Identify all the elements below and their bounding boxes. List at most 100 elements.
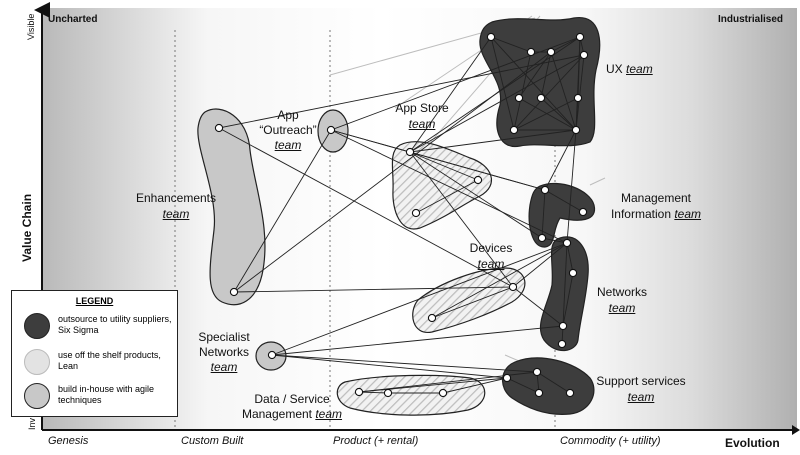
- devices-shape: [412, 267, 526, 333]
- dependency-links: [218, 36, 585, 394]
- dependency-link: [544, 189, 584, 213]
- dependency-link: [540, 51, 552, 99]
- dependency-link: [330, 129, 568, 244]
- component-node: [579, 50, 589, 60]
- component-node: [575, 32, 585, 42]
- dependency-link: [271, 325, 564, 356]
- legend-text-outsource: outsource to utility suppliers, Six Sigm…: [58, 314, 172, 335]
- component-node: [502, 373, 512, 383]
- dependency-link: [518, 97, 577, 131]
- ux-label: UX team: [606, 62, 653, 76]
- component-node: [526, 47, 536, 57]
- legend-item-in-house: build in-house with agile techniques: [12, 381, 177, 411]
- legend-text-in-house: build in-house with agile techniques: [58, 384, 155, 405]
- dependency-link: [218, 54, 585, 129]
- component-node: [540, 185, 550, 195]
- dependency-link: [562, 272, 574, 327]
- dependency-link: [575, 54, 585, 131]
- component-node: [514, 93, 524, 103]
- legend-text-off-the-shelf: use off the shelf products, Lean: [58, 350, 161, 371]
- support-services-shape: [502, 357, 595, 415]
- management-info-label: Management Information team: [610, 191, 702, 221]
- component-node: [558, 321, 568, 331]
- dependency-link: [550, 51, 577, 131]
- dependency-link: [409, 129, 577, 153]
- component-node: [383, 388, 393, 398]
- legend-item-off-the-shelf: use off the shelf products, Lean: [12, 347, 177, 377]
- component-node: [229, 287, 239, 297]
- component-node: [509, 125, 519, 135]
- component-node: [536, 93, 546, 103]
- dependency-link: [490, 36, 515, 131]
- dependency-link: [409, 151, 514, 288]
- app-outreach-label: App “Outreach” team: [259, 108, 317, 152]
- y-axis-bottom-label: Inv: [27, 417, 37, 430]
- dependency-link: [330, 36, 581, 131]
- dependency-link: [271, 354, 538, 373]
- dependency-link: [536, 371, 571, 394]
- dependency-link: [513, 54, 585, 131]
- y-axis-title: Value Chain: [20, 193, 34, 262]
- component-node: [534, 388, 544, 398]
- dependency-link: [409, 151, 543, 239]
- dependency-link: [562, 242, 568, 327]
- app-store-shape: [391, 141, 492, 230]
- dependency-link: [513, 97, 579, 131]
- dependency-link: [431, 286, 514, 319]
- component-node: [565, 388, 575, 398]
- dependency-link: [409, 54, 585, 153]
- stage-custom-built: Custom Built: [181, 435, 244, 447]
- component-node: [562, 238, 572, 248]
- component-node: [486, 32, 496, 42]
- component-node: [473, 175, 483, 185]
- app-store-label: App Store team: [395, 101, 449, 131]
- dependency-link: [518, 51, 552, 99]
- corner-label-industrialised: Industrialised: [718, 14, 784, 25]
- dependency-link: [512, 286, 564, 327]
- data-service-shape: [336, 374, 486, 416]
- data-service-label: Data / Service Management team: [241, 392, 343, 421]
- x-axis-title: Evolution: [725, 436, 780, 450]
- enhancements-shape: [197, 108, 266, 306]
- stage-commodity: Commodity (+ utility): [560, 435, 661, 447]
- dependency-link: [233, 286, 514, 293]
- component-node: [578, 207, 588, 217]
- component-node: [571, 125, 581, 135]
- dependency-link: [512, 242, 568, 288]
- legend-swatch-mid: [24, 383, 50, 409]
- legend-swatch-light: [24, 349, 50, 375]
- corner-label-uncharted: Uncharted: [48, 14, 98, 25]
- enhancements-label: Enhancements team: [135, 191, 217, 221]
- dependency-link: [431, 242, 568, 319]
- component-node: [354, 387, 364, 397]
- dependency-link: [271, 242, 568, 356]
- dependency-link: [541, 237, 568, 244]
- legend-swatch-dark: [24, 313, 50, 339]
- dependency-link: [358, 391, 389, 394]
- component-nodes: [214, 32, 589, 398]
- component-node: [405, 147, 415, 157]
- component-node: [546, 47, 556, 57]
- component-node: [267, 350, 277, 360]
- dependency-link: [541, 189, 546, 239]
- dependency-link: [271, 354, 508, 379]
- component-node: [532, 367, 542, 377]
- component-node: [326, 125, 336, 135]
- dependency-link: [490, 36, 532, 53]
- dependency-link: [513, 51, 532, 131]
- component-node: [427, 313, 437, 323]
- component-node: [411, 208, 421, 218]
- dependency-link: [409, 151, 479, 181]
- specialist-networks-label: Specialist Networks team: [198, 330, 250, 374]
- component-node: [508, 282, 518, 292]
- component-node: [214, 123, 224, 133]
- devices-label: Devices team: [469, 241, 513, 271]
- dependency-link: [409, 151, 546, 191]
- dependency-link: [233, 129, 332, 293]
- component-node: [438, 388, 448, 398]
- stage-product: Product (+ rental): [333, 435, 419, 447]
- networks-label: Networks team: [596, 285, 647, 315]
- dependency-link: [550, 36, 581, 53]
- support-services-label: Support services team: [596, 374, 686, 404]
